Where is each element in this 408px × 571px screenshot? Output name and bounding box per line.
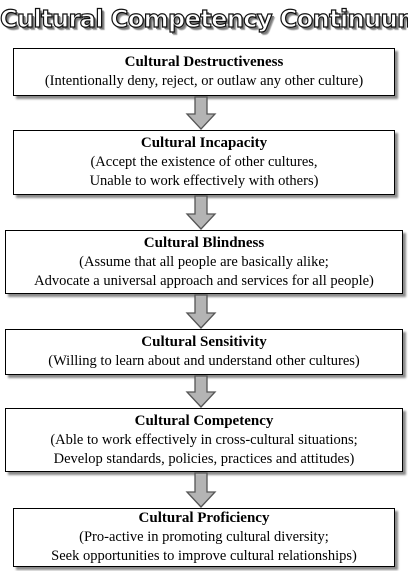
- stage-description-line: (Assume that all people are basically al…: [79, 253, 329, 270]
- stage-heading: Cultural Destructiveness: [124, 54, 284, 70]
- stage-heading: Cultural Incapacity: [140, 135, 268, 151]
- stage-description-line: Unable to work effectively with others): [89, 173, 319, 189]
- stage-description-line: (Accept the existence of other cultures,: [90, 154, 318, 170]
- stage-heading: Cultural Proficiency: [138, 510, 270, 526]
- stage-box-cultural-blindness: Cultural Blindness (Assume that all peop…: [5, 230, 403, 294]
- stage-description-line: (Pro-active in promoting cultural divers…: [79, 529, 329, 545]
- stage-box-cultural-incapacity: Cultural Incapacity (Accept the existenc…: [13, 130, 395, 195]
- stage-description-line: (Intentionally deny, reject, or outlaw a…: [44, 73, 364, 89]
- down-arrow-icon: [185, 96, 217, 130]
- down-arrow-icon: [185, 375, 217, 408]
- stage-heading: Cultural Competency: [134, 412, 274, 429]
- stage-box-cultural-competency: Cultural Competency (Able to work effect…: [5, 408, 403, 472]
- stage-description-line: Advocate a universal approach and servic…: [34, 272, 374, 289]
- stage-description-line: (Able to work effectively in cross-cultu…: [50, 431, 358, 448]
- stage-description-line: (Willing to learn about and understand o…: [48, 353, 360, 369]
- stage-heading: Cultural Blindness: [143, 234, 265, 251]
- down-arrow-icon: [185, 195, 217, 230]
- stage-description-line: Seek opportunities to improve cultural r…: [51, 548, 357, 564]
- stage-heading: Cultural Sensitivity: [141, 334, 267, 350]
- stage-box-cultural-sensitivity: Cultural Sensitivity (Willing to learn a…: [5, 329, 403, 375]
- stage-description-line: Develop standards, policies, practices a…: [53, 450, 355, 467]
- down-arrow-icon: [185, 472, 217, 508]
- page-title: Cultural Competency Continuum: [0, 4, 408, 33]
- down-arrow-icon: [185, 294, 217, 329]
- stage-box-cultural-proficiency: Cultural Proficiency (Pro-active in prom…: [13, 508, 395, 567]
- stage-box-cultural-destructiveness: Cultural Destructiveness (Intentionally …: [13, 48, 395, 96]
